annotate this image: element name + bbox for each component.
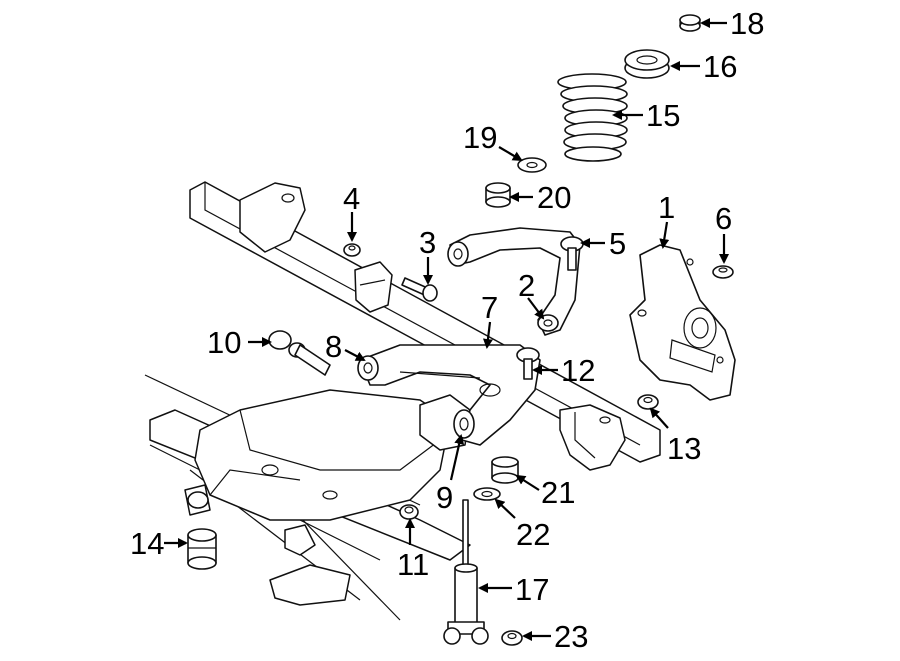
cam-bolt-10	[268, 330, 331, 376]
callout-15: 15	[646, 98, 680, 133]
callout-16: 16	[703, 49, 737, 84]
callout-8: 8	[325, 329, 342, 364]
callout-18: 18	[730, 6, 764, 41]
bump-stop-21	[491, 456, 519, 484]
callout-5: 5	[609, 226, 626, 261]
callout-leaders	[164, 18, 729, 641]
lower-control-arm	[357, 344, 541, 446]
callout-22: 22	[516, 517, 550, 552]
callout-4: 4	[343, 181, 360, 216]
callout-21: 21	[541, 475, 575, 510]
callout-19: 19	[463, 120, 497, 155]
upper-ball-joint	[560, 236, 584, 271]
callout-17: 17	[515, 572, 549, 607]
callout-10: 10	[207, 325, 241, 360]
callout-6: 6	[715, 201, 732, 236]
nut-4	[343, 243, 361, 257]
callout-3: 3	[419, 225, 436, 260]
callout-11: 11	[397, 547, 429, 582]
callout-1: 1	[658, 190, 675, 225]
nut-23	[501, 630, 523, 646]
nut-18	[679, 14, 701, 32]
nut-11	[399, 504, 419, 520]
frame-crossmember	[144, 181, 661, 621]
spring-insulator	[624, 49, 670, 79]
callout-14: 14	[130, 526, 164, 561]
bushing-20	[485, 182, 511, 208]
callout-7: 7	[481, 290, 498, 325]
callout-2: 2	[518, 268, 535, 303]
callout-labels: 1 2 3 4 5 6 7 8 9 10 11 12 13 14 15 16 1…	[130, 6, 764, 654]
callout-23: 23	[554, 619, 588, 654]
nut-6	[712, 265, 734, 279]
washer-19	[517, 157, 547, 173]
callout-9: 9	[436, 480, 453, 515]
callout-13: 13	[667, 431, 701, 466]
washer-22	[473, 487, 501, 501]
nut-13	[637, 394, 659, 410]
callout-12: 12	[561, 353, 595, 388]
steering-knuckle	[629, 244, 736, 401]
upper-control-arm	[447, 227, 581, 336]
coil-spring	[557, 73, 628, 162]
shock-absorber	[443, 499, 489, 645]
body-mount-14	[187, 528, 217, 570]
bolt-3	[401, 277, 438, 302]
callout-20: 20	[537, 180, 571, 215]
